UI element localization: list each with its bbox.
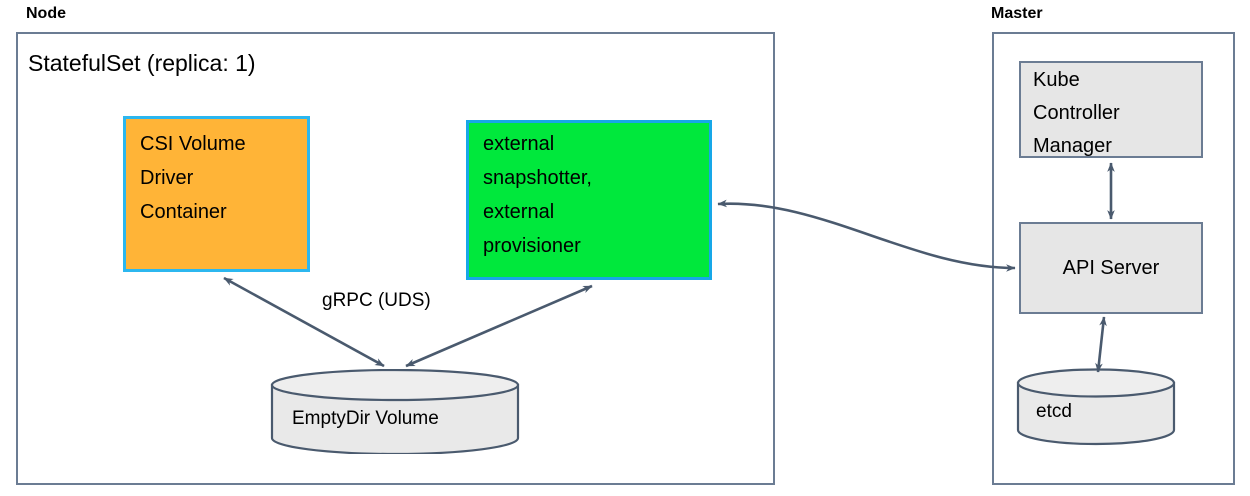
node-etcd[interactable]: etcd	[1016, 368, 1176, 446]
node-external-sidecars[interactable]: external snapshotter, external provision…	[466, 120, 712, 280]
etcd-label: etcd	[1036, 401, 1072, 422]
kcm-line-3: Manager	[1033, 135, 1112, 157]
emptydir-cylinder-shape	[270, 369, 520, 454]
csi-line-3: Container	[140, 201, 227, 223]
edge-label-grpc-uds: gRPC (UDS)	[322, 290, 431, 311]
statefulset-title: StatefulSet (replica: 1)	[28, 50, 256, 76]
kcm-line-1: Kube	[1033, 69, 1080, 91]
csi-line-1: CSI Volume	[140, 133, 246, 155]
node-api-server[interactable]: API Server	[1019, 222, 1203, 314]
node-emptydir-volume[interactable]: EmptyDir Volume	[270, 369, 520, 454]
node-group-label: Node	[26, 5, 66, 22]
kcm-line-2: Controller	[1033, 102, 1120, 124]
master-group-label: Master	[991, 5, 1043, 22]
sidecar-line-1: external	[483, 133, 555, 155]
sidecar-line-4: provisioner	[483, 235, 581, 257]
emptydir-volume-label: EmptyDir Volume	[292, 408, 439, 429]
node-kube-controller-manager[interactable]: Kube Controller Manager	[1019, 61, 1203, 158]
csi-line-2: Driver	[140, 167, 194, 189]
sidecar-line-3: external	[483, 201, 555, 223]
node-csi-volume-driver-container[interactable]: CSI Volume Driver Container	[123, 116, 310, 272]
sidecar-line-2: snapshotter,	[483, 167, 592, 189]
api-server-label: API Server	[1062, 256, 1160, 279]
